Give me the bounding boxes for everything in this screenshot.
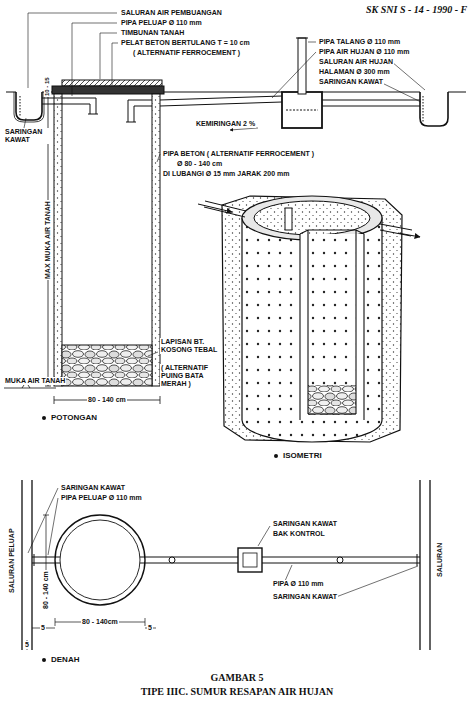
figure-title: GAMBAR 5 — [0, 672, 474, 684]
header-code: SK SNI S - 14 - 1990 - F — [365, 4, 468, 15]
dimension-label: 80 - 140 cm — [87, 396, 127, 404]
callout-label: PIPA PELUAP Ø 110 mm — [60, 494, 143, 502]
dimension-label: 5 — [40, 624, 46, 632]
callout-label: PIPA TALANG Ø 110 mm — [318, 38, 401, 46]
dimension-label: 5 — [24, 641, 30, 649]
callout-label: PIPA AIR HUJAN Ø 110 mm — [318, 48, 410, 56]
callout-label: DI LUBANGI Ø 15 mm JARAK 200 mm — [162, 170, 290, 178]
dimension-label: MAX MUKA AIR TANAH — [44, 200, 52, 280]
figure-caption: TIPE IIIC. SUMUR RESAPAN AIR HUJAN — [0, 686, 474, 698]
callout-label: Ø 80 - 140 cm — [176, 160, 223, 168]
callout-label: HALAMAN Ø 300 mm — [318, 68, 391, 76]
callout-label: SARINGAN KAWAT — [272, 520, 338, 528]
dimension-label: 80 - 140 cm — [42, 570, 50, 610]
callout-label: PIPA Ø 110 mm — [272, 580, 325, 588]
view-title: DENAH — [50, 655, 80, 664]
callout-label: SARINGAN KAWAT — [4, 128, 50, 144]
callout-label: SARINGAN KAWAT — [60, 484, 126, 492]
dimension-label: 5 — [147, 624, 153, 632]
callout-label: SARINGAN KAWAT — [272, 593, 338, 601]
view-title: ISOMETRI — [282, 451, 323, 460]
callout-label: ( ALTERNATIF FERROCEMENT ) — [132, 49, 241, 57]
callout-label: LAPISAN BT. KOSONG TEBAL — [160, 338, 220, 354]
callout-label: SALURAN AIR HUJAN — [318, 58, 394, 66]
callout-label: BAK KONTROL — [272, 530, 326, 538]
callout-label: PELAT BETON BERTULANG T = 10 cm — [120, 39, 251, 47]
callout-label: PIPA BETON ( ALTERNATIF FERROCEMENT ) — [162, 150, 315, 158]
level-label: MUKA AIR TANAH — [4, 377, 66, 385]
callout-label: SALURAN AIR PEMBUANGAN — [120, 9, 223, 17]
slope-label: KEMIRINGAN 2 % — [195, 120, 256, 128]
channel-label: SALURAN PELUAP — [8, 527, 16, 594]
callout-label: SARINGAN KAWAT — [318, 78, 384, 86]
callout-label: ( ALTERNATIF PUING BATA MERAH ) — [160, 364, 220, 388]
channel-label: SALURAN — [436, 542, 444, 578]
dimension-label: 80 - 140cm — [81, 618, 119, 626]
callout-label: PIPA PELUAP Ø 110 mm — [120, 19, 203, 27]
dimension-label: 10 - 15 — [44, 76, 51, 97]
view-title: POTONGAN — [50, 413, 98, 422]
callout-label: TIMBUNAN TANAH — [120, 29, 185, 37]
